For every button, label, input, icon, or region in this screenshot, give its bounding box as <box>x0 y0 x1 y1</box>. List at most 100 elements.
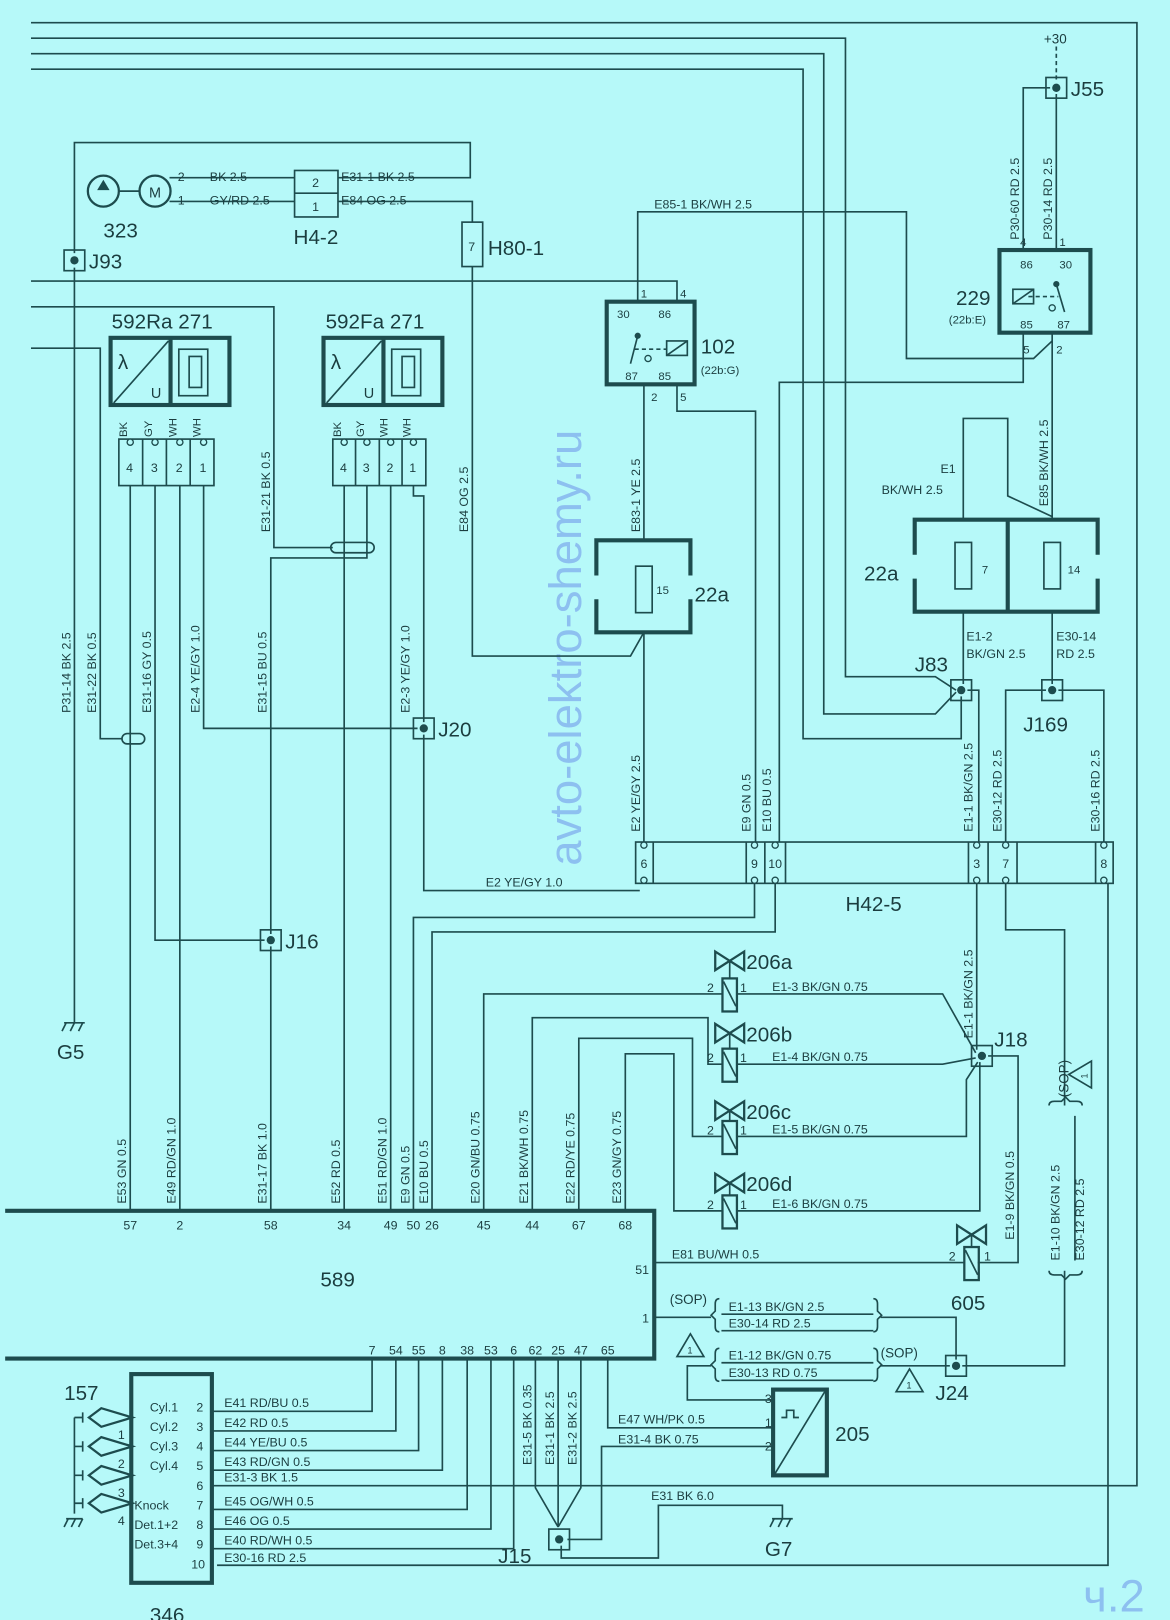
components-valve-206b-label: 206b <box>746 1023 792 1046</box>
valve-icon <box>969 1223 988 1247</box>
connector-h42-5-label: H42-5 <box>845 893 901 916</box>
wires-e1-3-label: E1-3 BK/GN 0.75 <box>772 980 868 994</box>
junction-j93-label: J93 <box>89 251 122 274</box>
ecu-pin-label: 45 <box>477 1218 491 1232</box>
fuses-h80-pin-label: 7 <box>468 240 475 254</box>
ecu-pin-label: 53 <box>484 1343 498 1357</box>
valve-1-label: 1 <box>740 1198 747 1212</box>
m346-numbers-6-label: 8 <box>196 1518 203 1532</box>
junction-j169 <box>1041 678 1064 702</box>
knock-numbers-1-label: 2 <box>118 1457 125 1471</box>
o2-numbers-2-label: 2 <box>387 461 394 475</box>
relay-229 <box>997 247 1093 335</box>
wires-e1-13-label: E1-13 BK/GN 2.5 <box>729 1300 825 1314</box>
motor-1-label: 1 <box>178 194 185 208</box>
wires-e46-label: E46 OG 0.5 <box>224 1514 290 1528</box>
wires-e1-1-low-label: E1-1 BK/GN 2.5 <box>962 949 976 1038</box>
warning-triangle-number: 1 <box>1079 1073 1089 1078</box>
m346-labels-6-label: Det.3+4 <box>134 1538 178 1552</box>
wires-p30-60-label: P30-60 RD 2.5 <box>1008 158 1022 240</box>
ecu-pin-label: 26 <box>425 1218 439 1232</box>
junction-j55 <box>1045 76 1068 99</box>
valve-icon <box>714 949 732 973</box>
ecu-pin-label: 34 <box>337 1218 351 1232</box>
wires-e51-label: E51 RD/GN 1.0 <box>376 1117 390 1203</box>
supply-label: +30 <box>1044 31 1067 46</box>
relay-102 <box>604 299 697 387</box>
o2-colors-1-label: GY <box>355 420 367 437</box>
fuse-h80-1 <box>461 221 484 268</box>
o2-numbers-3-label: 1 <box>199 461 206 475</box>
wires-e10-label: E10 BU 0.5 <box>417 1140 431 1203</box>
wires-e31-15-label: E31-15 BU 0.5 <box>256 632 270 713</box>
fuses-f15-label: 15 <box>656 585 669 597</box>
o2-numbers-0-label: 4 <box>126 461 133 475</box>
ecu-589-outline <box>5 1208 657 1361</box>
wires-e31-2-label: E31-2 BK 2.5 <box>566 1391 580 1465</box>
knock-sensor-icon <box>86 1492 137 1514</box>
wires-e52-label: E52 RD 0.5 <box>329 1139 343 1203</box>
ground-g5-symbol <box>61 1022 85 1032</box>
wires-e30-12-v-label: E30-12 RD 2.5 <box>991 750 1005 832</box>
sensor-205-1-label: 1 <box>765 1416 772 1430</box>
wires-e1-4-label: E1-4 BK/GN 0.75 <box>772 1050 868 1064</box>
wires-e31-3-label: E31-3 BK 1.5 <box>224 1471 298 1485</box>
o2-numbers-1-label: 3 <box>151 461 158 475</box>
wires-e53-label: E53 GN 0.5 <box>115 1139 129 1204</box>
wires-e2-3-label: E2-3 YE/GY 1.0 <box>398 625 412 713</box>
knock-sensor-icon <box>86 1464 137 1486</box>
m346-numbers-4-label: 6 <box>196 1479 203 1493</box>
connector-h4-2 <box>293 169 339 218</box>
ecu-pin-label: 50 <box>407 1218 421 1232</box>
relay229-outer-1-label: 1 <box>1059 237 1065 249</box>
ecu-pin-label: 62 <box>528 1343 542 1357</box>
ecu-pin-label: 67 <box>572 1218 586 1232</box>
o2-sensor-rear <box>108 335 232 487</box>
ecu-pin-label: 55 <box>412 1343 426 1357</box>
fuses-f7-label: 7 <box>982 564 988 576</box>
wires-e30-12-low-label: E30-12 RD 2.5 <box>1073 1178 1087 1260</box>
components-sop-label: (SOP) <box>670 1292 707 1307</box>
o2-rear-label: 592Ra 271 <box>112 311 213 334</box>
fusebox-22a-label: 22a <box>695 583 730 606</box>
wires-e41-label: E41 RD/BU 0.5 <box>224 1396 309 1410</box>
relay102-inner-3-label: 85 <box>658 371 671 383</box>
relay-229-ref-label: (22b:E) <box>949 314 986 326</box>
h42-5-pin-label: 7 <box>1002 857 1009 871</box>
valve-1-label: 1 <box>740 1051 747 1065</box>
relay229-outer-3-label: 2 <box>1056 344 1062 356</box>
wires-e2-4-label: E2-4 YE/GY 1.0 <box>188 625 202 713</box>
warning-triangle-number: 1 <box>906 1381 911 1391</box>
wires-e9-v-label: E9 GN 0.5 <box>739 774 753 832</box>
junction-j24 <box>944 1354 968 1377</box>
knock-numbers-3-label: 4 <box>118 1514 125 1528</box>
relay102-inner-1-label: 86 <box>658 309 671 321</box>
junction-j20-label: J20 <box>438 719 471 742</box>
junction-j16-label: J16 <box>285 930 318 953</box>
pump-motor-323 <box>86 174 172 208</box>
valve-605-label: 605 <box>951 1292 985 1315</box>
ecu-589-label: 589 <box>320 1268 354 1291</box>
wires-e31-label: E31 BK 6.0 <box>651 1489 714 1503</box>
ecu-pin-label: 1 <box>642 1311 649 1325</box>
valve-icon <box>955 1223 974 1247</box>
ecu-pin-label: 7 <box>369 1343 376 1357</box>
ecu-pin-label: 2 <box>176 1218 183 1232</box>
relay-102-label: 102 <box>701 335 735 358</box>
wires-e31-17-label: E31-17 BK 1.0 <box>256 1123 270 1204</box>
junction-j16 <box>259 929 282 952</box>
valve-1-label: 1 <box>740 981 747 995</box>
junction-j83-label: J83 <box>915 654 948 677</box>
wires-e30-14b-label: E30-14 RD 2.5 <box>729 1317 811 1331</box>
fusebox-22a-right <box>912 517 1100 614</box>
junction-j18 <box>970 1044 994 1068</box>
wires-e1-2-spec-label: BK/GN 2.5 <box>966 647 1025 661</box>
wires-e1-10-label: E1-10 BK/GN 2.5 <box>1048 1165 1062 1261</box>
page-part-marker: ч.2 <box>1083 1571 1145 1620</box>
o2-front-label: 592Fa 271 <box>326 311 425 334</box>
motor-0-label: 2 <box>178 170 185 184</box>
wires-e23-label: E23 GN/GY 0.75 <box>610 1111 624 1204</box>
wires-e31-21-label: E31-21 BK 0.5 <box>259 451 273 532</box>
wires-e2-h-label: E2 YE/GY 1.0 <box>486 875 563 889</box>
